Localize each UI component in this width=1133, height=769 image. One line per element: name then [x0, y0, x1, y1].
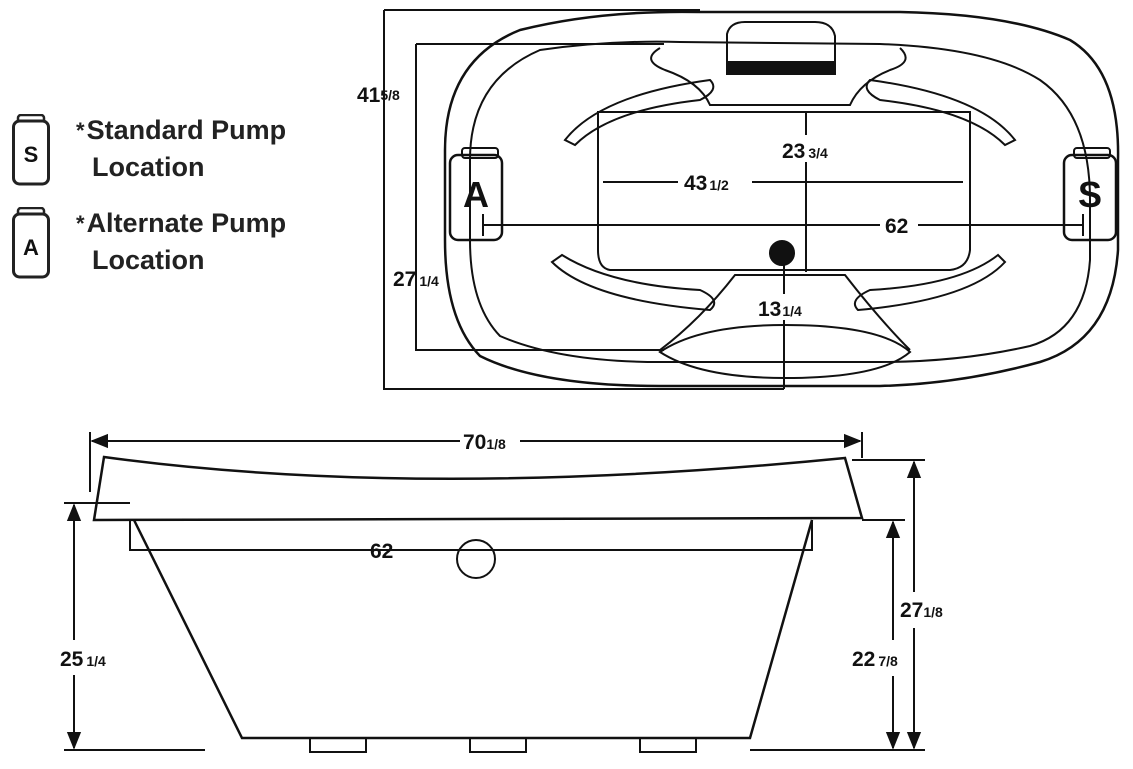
alternate-pump-marker: * [76, 211, 85, 236]
standard-pump-label: *Standard Pump Location [76, 112, 286, 186]
top-console [650, 47, 907, 106]
dim-drain-offset-label: 131/4 [758, 298, 802, 321]
tub-foot-2 [469, 737, 527, 753]
tub-outer-rim [443, 10, 1120, 388]
dim-pump-span-label: 62 [885, 215, 908, 238]
alternate-pump-icon-letter: A [23, 235, 39, 260]
dim-overall-length-label: 701/8 [463, 431, 506, 454]
armrest-top-left [563, 78, 715, 147]
armrest-bottom-left [550, 253, 716, 312]
pump-right-letter: S [1078, 174, 1102, 215]
pump-right-cap [1073, 147, 1111, 159]
pump-left-letter: A [463, 174, 489, 215]
tub-skirt-lip [129, 520, 813, 551]
dim-end-height-label: 271/8 [900, 599, 943, 622]
drain-top [769, 240, 795, 266]
armrest-top-right [865, 78, 1017, 147]
top-view-frame-left [383, 10, 784, 390]
legend-standard: S *Standard Pump Location [12, 112, 332, 192]
tub-body-side [132, 519, 814, 740]
legend-alternate: A *Alternate Pump Location [12, 205, 332, 285]
alternate-pump-icon: A [12, 207, 50, 279]
foot-rest [658, 323, 912, 380]
tub-rim-side [92, 455, 864, 522]
drain-side [456, 539, 496, 579]
tub-basin [597, 111, 971, 271]
dim-overall-width-label: 415/8 [357, 84, 400, 107]
tub-foot-3 [639, 737, 697, 753]
standard-pump-marker: * [76, 118, 85, 143]
alternate-pump-line2: Location [92, 245, 205, 275]
dim-inner-left [415, 44, 664, 351]
alternate-pump-line1: Alternate Pump [86, 208, 287, 238]
alternate-pump-label: *Alternate Pump Location [76, 205, 286, 279]
pump-left-box [448, 153, 504, 242]
dim-base-length-label: 62 [370, 540, 393, 563]
tub-foot-1 [309, 737, 367, 753]
pump-right-box [1062, 153, 1118, 242]
headrest-pillow [726, 21, 836, 73]
armrest-bottom-right [854, 253, 1007, 312]
standard-pump-line2: Location [92, 152, 205, 182]
tub-inner-rim [469, 40, 1091, 363]
headrest-pillow-base [726, 61, 836, 75]
top-view [383, 9, 1120, 390]
standard-pump-icon: S [12, 114, 50, 186]
pump-left-cap [461, 147, 499, 159]
bottom-console [659, 274, 911, 351]
standard-pump-icon-letter: S [24, 142, 39, 167]
side-view [64, 432, 925, 753]
standard-pump-line1: Standard Pump [86, 115, 287, 145]
